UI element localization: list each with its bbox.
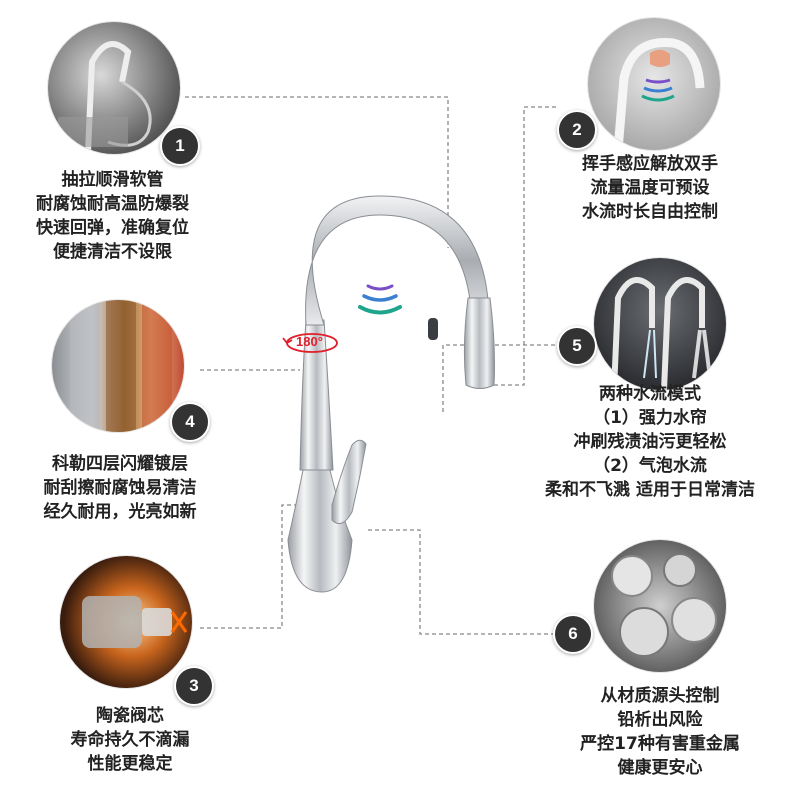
feature-3-line-3: 性能更稳定 <box>87 754 173 774</box>
feature-6-line-3: 严控17种有害重金属 <box>580 734 740 754</box>
faucet <box>287 195 495 593</box>
feature-5-line-2: （1）强力水帘 <box>593 408 707 428</box>
feature-5-badge: 5 <box>557 326 597 366</box>
feature-5-line-5: 柔和不飞溅 适用于日常清洁 <box>545 480 755 500</box>
plating-layers-icon <box>70 300 172 432</box>
feature-3-caption: 陶瓷阀芯 寿命持久不滴漏 性能更稳定 <box>45 704 215 776</box>
feature-1-badge: 1 <box>160 126 200 166</box>
rotation-arrow-icon <box>282 333 338 353</box>
ceramic-cartridge-photo <box>60 556 192 688</box>
sensor-wave-icon <box>358 284 402 315</box>
feature-6-line-1: 从材质源头控制 <box>600 686 720 706</box>
feature-5-line-3: 冲刷残渍油污更轻松 <box>573 432 727 452</box>
pull-out-hose-icon <box>58 41 152 153</box>
rotation-label: 180° <box>296 334 323 349</box>
feature-1-line-2: 耐腐蚀耐高温防爆裂 <box>36 194 189 214</box>
hand-sensor-photo <box>588 18 720 150</box>
feature-4-line-2: 耐刮擦耐腐蚀易清洁 <box>43 478 197 498</box>
feature-3-badge: 3 <box>174 666 214 706</box>
feature-1-line-4: 便捷清洁不设限 <box>53 242 172 262</box>
feature-4-line-3: 经久耐用，光亮如新 <box>43 502 197 522</box>
feature-6-badge: 6 <box>553 614 593 654</box>
feature-3-line-1: 陶瓷阀芯 <box>96 706 164 726</box>
feature-6-line-4: 健康更安心 <box>617 758 703 778</box>
leader-lines <box>185 96 556 635</box>
hand-sensor-icon <box>613 37 705 150</box>
feature-4-line-1: 科勒四层闪耀镀层 <box>52 454 188 474</box>
feature-2-badge: 2 <box>557 110 597 150</box>
feature-2-caption: 挥手感应解放双手 流量温度可预设 水流时长自由控制 <box>555 152 745 224</box>
feature-4-caption: 科勒四层闪耀镀层 耐刮擦耐腐蚀易清洁 经久耐用，光亮如新 <box>20 452 220 524</box>
metal-rods-photo <box>594 540 726 672</box>
metal-rods-icon <box>611 553 717 657</box>
feature-1-caption: 抽拉顺滑软管 耐腐蚀耐高温防爆裂 快速回弹，准确复位 便捷清洁不设限 <box>25 168 200 264</box>
feature-3-line-2: 寿命持久不滴漏 <box>70 730 190 750</box>
feature-4-badge: 4 <box>170 402 210 442</box>
feature-2-line-3: 水流时长自由控制 <box>582 202 718 222</box>
feature-2-line-2: 流量温度可预设 <box>590 178 710 198</box>
feature-5-line-1: 两种水流模式 <box>599 384 701 404</box>
feature-5-caption: 两种水流模式 （1）强力水帘 冲刷残渍油污更轻松 （2）气泡水流 柔和不飞溅 适… <box>520 382 780 502</box>
plating-layers-photo <box>52 300 184 432</box>
feature-5-line-4: （2）气泡水流 <box>593 456 707 476</box>
ceramic-cartridge-icon <box>82 596 188 648</box>
feature-1-line-1: 抽拉顺滑软管 <box>61 170 164 190</box>
feature-2-line-1: 挥手感应解放双手 <box>582 154 718 174</box>
pull-out-hose-photo <box>48 22 180 154</box>
feature-1-line-3: 快速回弹，准确复位 <box>36 218 189 238</box>
spray-modes-photo <box>594 258 726 390</box>
spray-modes-icon <box>611 277 712 390</box>
feature-6-line-2: 铅析出风险 <box>617 710 703 730</box>
feature-6-caption: 从材质源头控制 铅析出风险 严控17种有害重金属 健康更安心 <box>570 684 750 780</box>
